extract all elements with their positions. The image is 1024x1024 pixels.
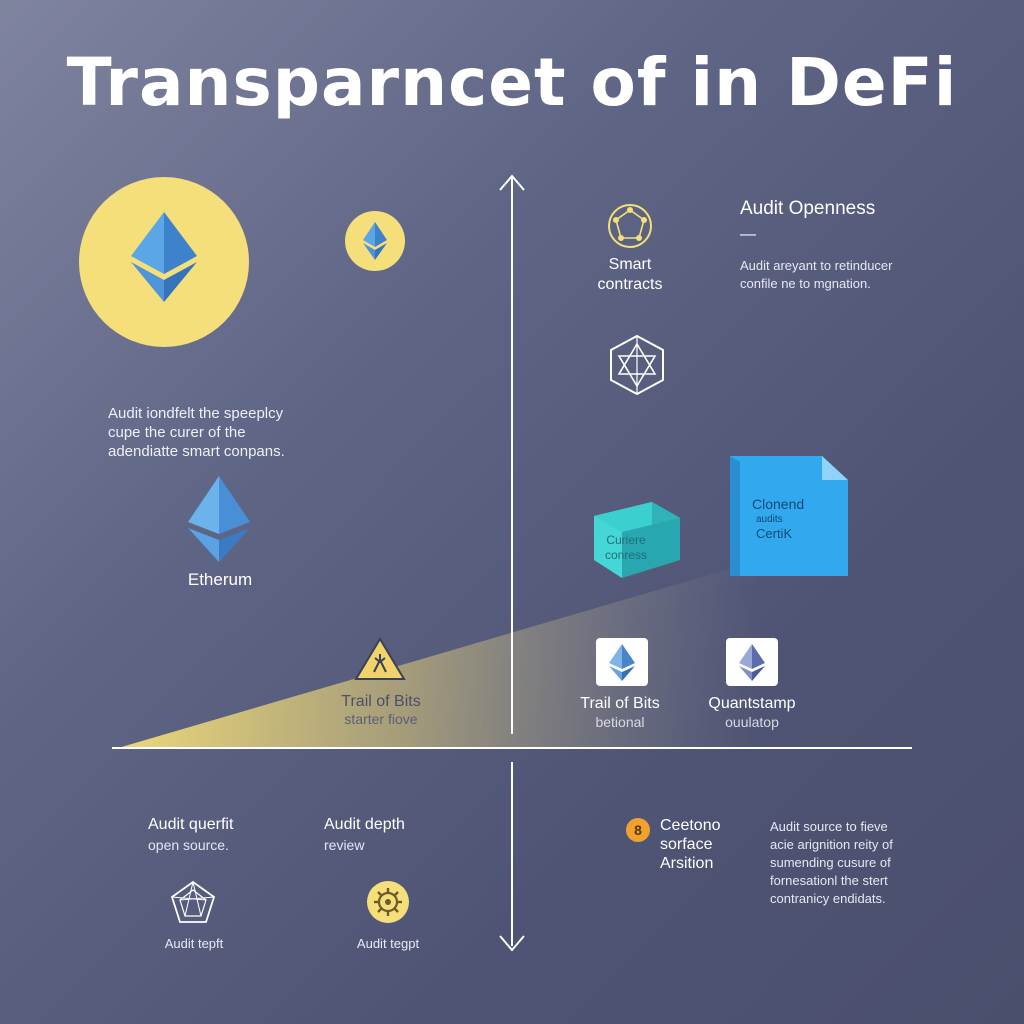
ethereum-icon <box>739 644 765 681</box>
gear-icon <box>367 881 409 923</box>
ethereum-icon <box>363 222 387 260</box>
auditor-tile-2 <box>726 638 778 686</box>
lower-right-heading: Ceetono sorface Arsition <box>660 817 721 872</box>
trail-of-bits-label: Trail of Bits <box>341 693 421 710</box>
auditor-tile-1 <box>596 638 648 686</box>
trail-of-bits-sub: starter fiove <box>344 711 418 727</box>
lower-left-item-2-icon-label: Audit tegpt <box>356 936 420 951</box>
teal-box <box>594 502 680 578</box>
audit-openness-heading: Audit Openness <box>740 198 876 219</box>
certik-document <box>730 456 848 576</box>
auditor-2-sub: ouulatop <box>725 714 779 730</box>
page-title: Transparncet of in DeFi <box>66 44 958 121</box>
warning-icon <box>354 637 406 680</box>
lower-right-text: Audit source to fieve acie arignition re… <box>770 819 893 906</box>
ethereum-icon <box>131 212 197 302</box>
auditor-1-name: Trail of Bits <box>580 695 660 712</box>
smart-contracts-label: Smart contracts <box>597 256 663 293</box>
audit-openness-text: Audit areyant to retinducer confile ne t… <box>740 258 893 291</box>
lower-left-item-2-title: Audit depth <box>324 816 405 833</box>
upper-left-description: Audit iondfelt the speeplcy cupe the cur… <box>108 405 285 460</box>
ethereum-coin-small <box>345 211 405 271</box>
ethereum-coin-large <box>79 177 249 347</box>
audit-openness-dash: — <box>740 226 756 243</box>
lower-left-item-2-sub: review <box>324 837 365 853</box>
certik-name: CertiK <box>756 526 793 541</box>
pentagon-network-icon <box>170 880 216 923</box>
lower-left-item-1-title: Audit querfit <box>148 816 234 833</box>
teal-box-label: Curiere conress <box>604 533 648 562</box>
lower-left-item-1-sub: open source. <box>148 837 229 853</box>
smart-contract-icon <box>608 204 652 248</box>
axis-arrow-up <box>499 174 525 191</box>
ethereum-icon <box>188 476 250 562</box>
ethereum-icon <box>609 644 635 681</box>
lower-right-badge: 8 <box>626 818 650 842</box>
ethereum-label: Etherum <box>187 570 253 589</box>
certik-title: Clonend <box>752 496 805 512</box>
network-icon <box>610 334 664 396</box>
axis-arrow-down <box>499 935 525 952</box>
gradient-wedge <box>118 560 760 748</box>
certik-sub: audits <box>756 514 783 525</box>
auditor-2-name: Quantstamp <box>708 695 796 712</box>
auditor-1-sub: betional <box>595 714 645 730</box>
lower-left-item-1-icon-label: Audit tepft <box>164 936 224 951</box>
